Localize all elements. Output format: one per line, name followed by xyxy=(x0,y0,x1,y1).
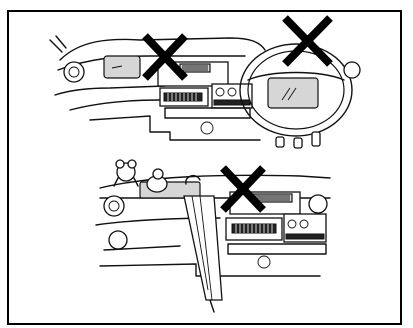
umbrella xyxy=(184,176,222,312)
steering-wheel xyxy=(240,44,360,148)
dashboard-object xyxy=(104,56,140,78)
warning-x-icon xyxy=(285,18,330,64)
